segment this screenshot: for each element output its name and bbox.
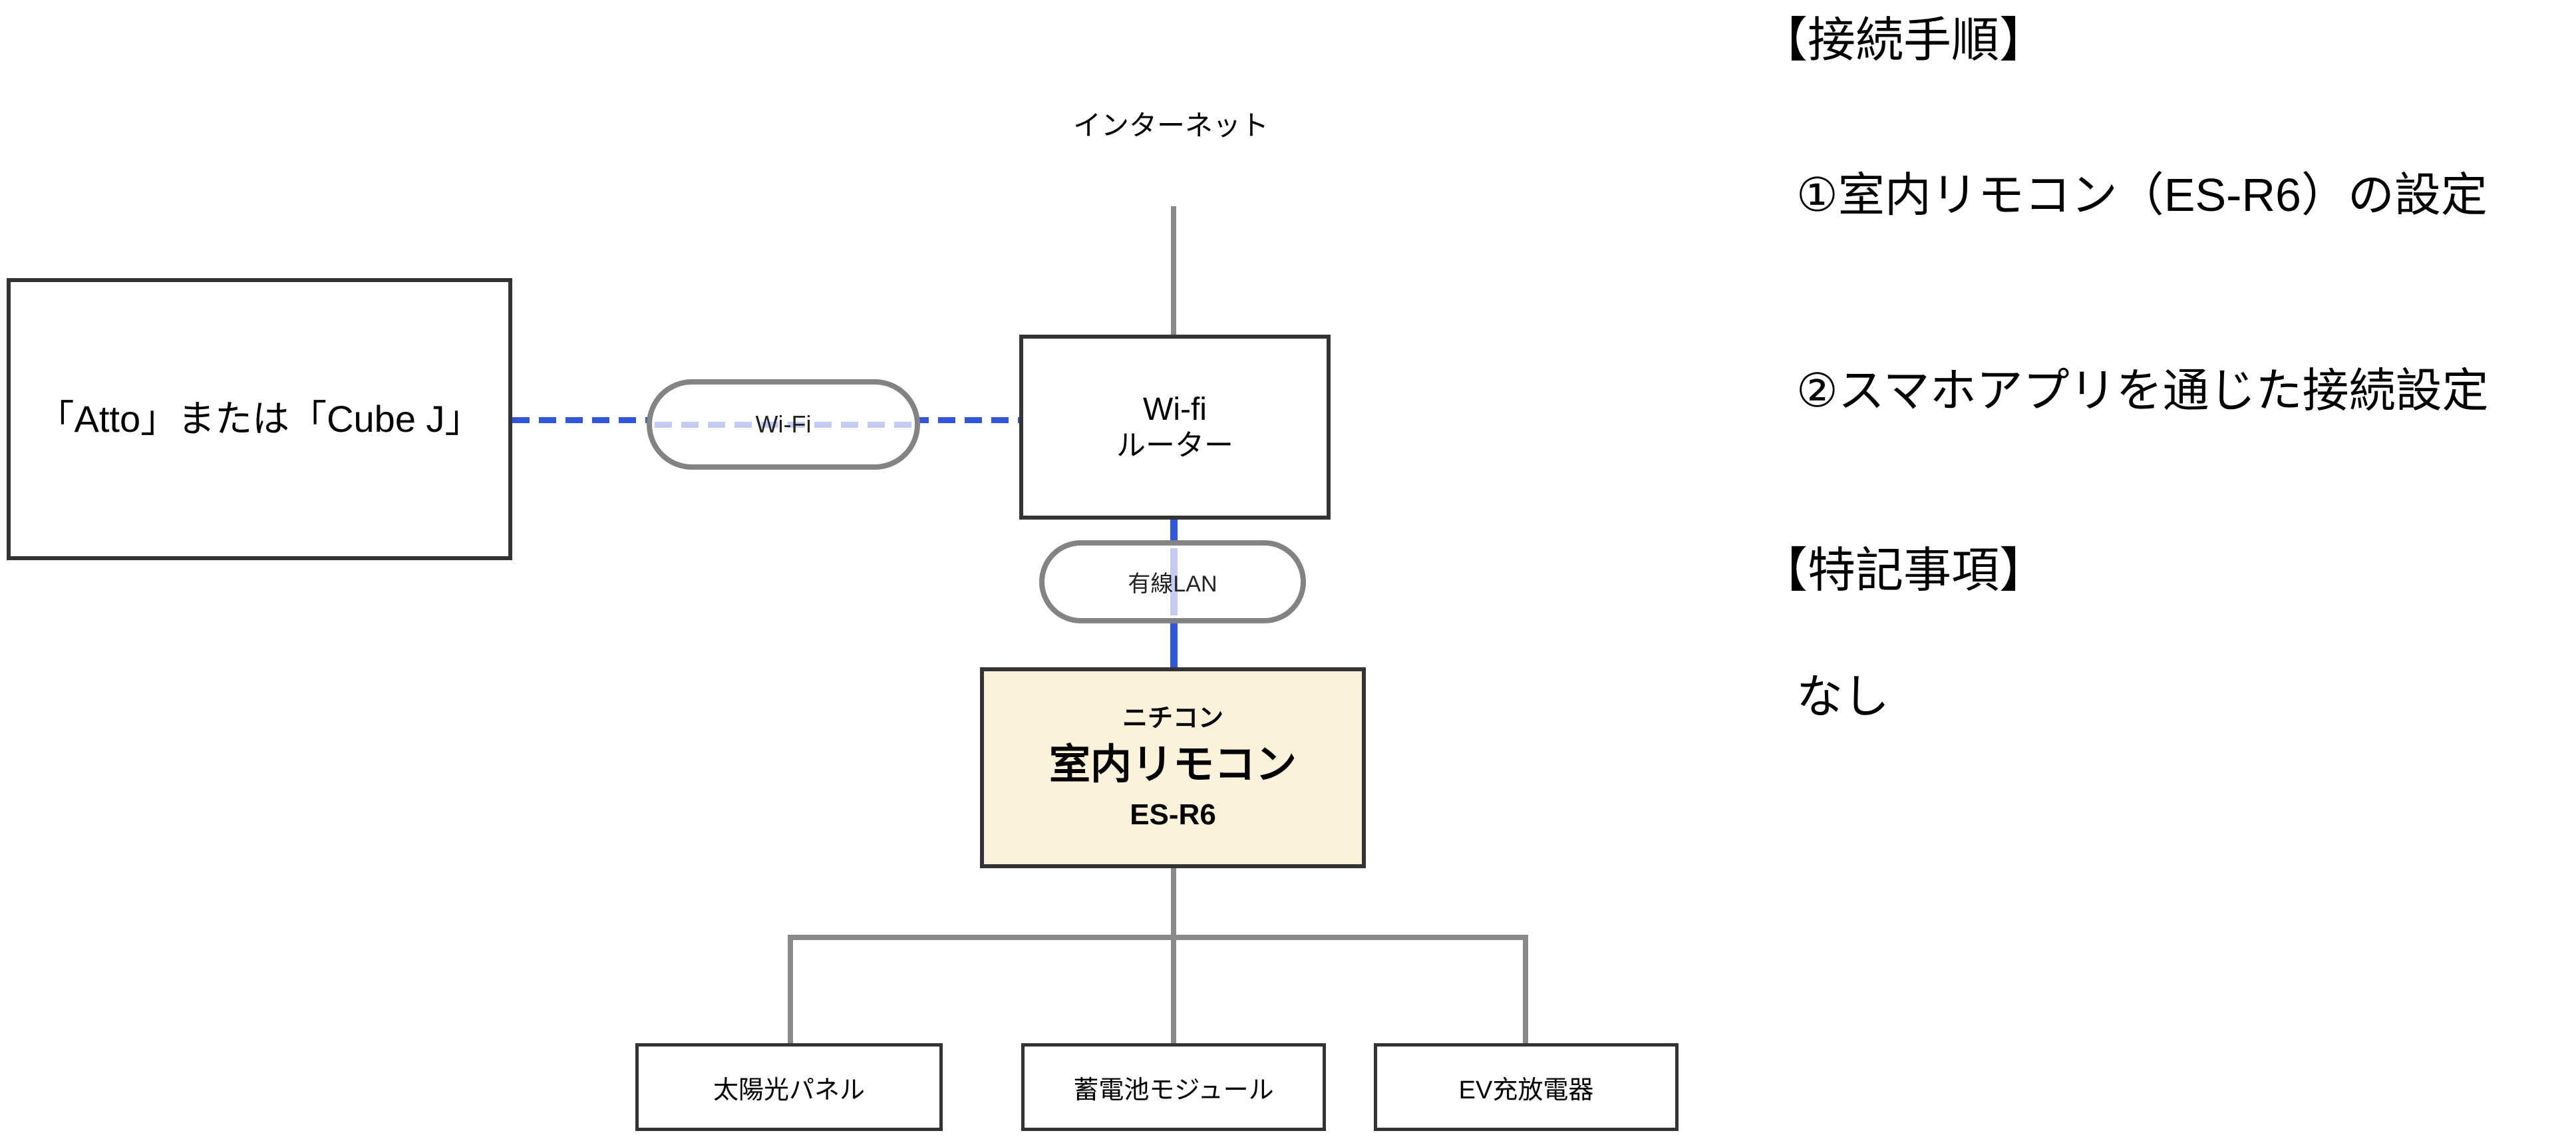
procedure-step-1: ①室内リモコン（ES-R6）の設定	[1796, 169, 2488, 221]
internet-label: インターネット	[1072, 110, 1269, 141]
device-box-ev: EV充放電器	[1374, 1043, 1679, 1131]
procedure-step-2: ②スマホアプリを通じた接続設定	[1796, 365, 2489, 416]
device-box-solar: 太陽光パネル	[635, 1043, 943, 1131]
splitter-horizontal-line	[788, 935, 1528, 940]
wifi-link-oval: Wi-Fi	[647, 379, 920, 470]
device-label-battery: 蓄電池モジュール	[1073, 1076, 1274, 1104]
router-box-label-line1: Wi-fi	[1143, 391, 1207, 427]
remote-model-label: ES-R6	[1130, 798, 1216, 831]
router-box-label: Wi-fi ルーター	[1116, 391, 1233, 464]
drop-line-battery	[1171, 935, 1176, 1043]
procedure-heading: 【接続手順】	[1760, 14, 2048, 67]
drop-line-solar	[788, 935, 793, 1043]
remote-brand-label: ニチコン	[1122, 705, 1223, 732]
app-box: 「Atto」または「Cube J」	[7, 278, 512, 560]
lan-link-oval: 有線LAN	[1039, 540, 1306, 623]
device-label-solar: 太陽光パネル	[713, 1076, 865, 1104]
remarks-body: なし	[1796, 671, 1889, 723]
drop-line-ev	[1523, 935, 1528, 1043]
wifi-link-light-dashes	[655, 421, 912, 428]
remarks-heading: 【特記事項】	[1760, 544, 2048, 597]
remote-controller-box: ニチコン 室内リモコン ES-R6	[980, 667, 1366, 868]
device-label-ev: EV充放電器	[1458, 1076, 1594, 1104]
lan-link-label: 有線LAN	[1128, 571, 1217, 597]
router-box-label-line2: ルーター	[1116, 429, 1233, 462]
app-box-label: 「Atto」または「Cube J」	[37, 397, 482, 440]
router-box: Wi-fi ルーター	[1019, 335, 1331, 520]
device-box-battery: 蓄電池モジュール	[1021, 1043, 1326, 1131]
lan-link-light-segment	[1170, 548, 1178, 615]
wifi-link-label: Wi-Fi	[755, 410, 812, 438]
remote-name-label: 室内リモコン	[1048, 742, 1297, 788]
internet-router-line	[1171, 206, 1176, 335]
remote-splitter-line	[1171, 868, 1176, 935]
